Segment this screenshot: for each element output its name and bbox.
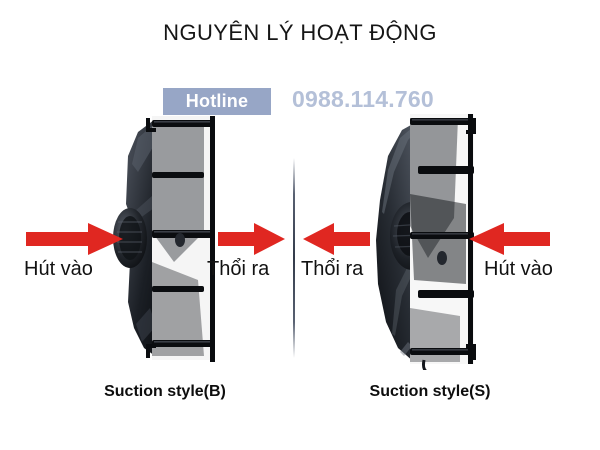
hotline-badge-label: Hotline (185, 91, 249, 111)
fan-figure-suction-style-s (362, 108, 490, 370)
arrow-inlet-left-panel (26, 222, 124, 256)
caption-suction-style-s: Suction style(S) (369, 383, 491, 400)
arrow-outlet-left-panel (218, 222, 286, 256)
label-inlet-right-panel: Hút vào (484, 258, 553, 280)
center-divider (293, 158, 295, 358)
arrow-inlet-right-panel (468, 222, 550, 256)
label-outlet-right-panel: Thổi ra (301, 258, 364, 280)
page-title: NGUYÊN LÝ HOẠT ĐỘNG (163, 20, 437, 45)
fan-figure-suction-style-b (108, 112, 226, 364)
caption-suction-style-b: Suction style(B) (104, 383, 226, 400)
arrow-outlet-right-panel (302, 222, 370, 256)
hotline-phone-number: 0988.114.760 (292, 86, 434, 112)
hotline-badge: Hotline (163, 88, 271, 115)
label-outlet-left-panel: Thổi ra (207, 258, 270, 280)
label-inlet-left-panel: Hút vào (24, 258, 93, 280)
